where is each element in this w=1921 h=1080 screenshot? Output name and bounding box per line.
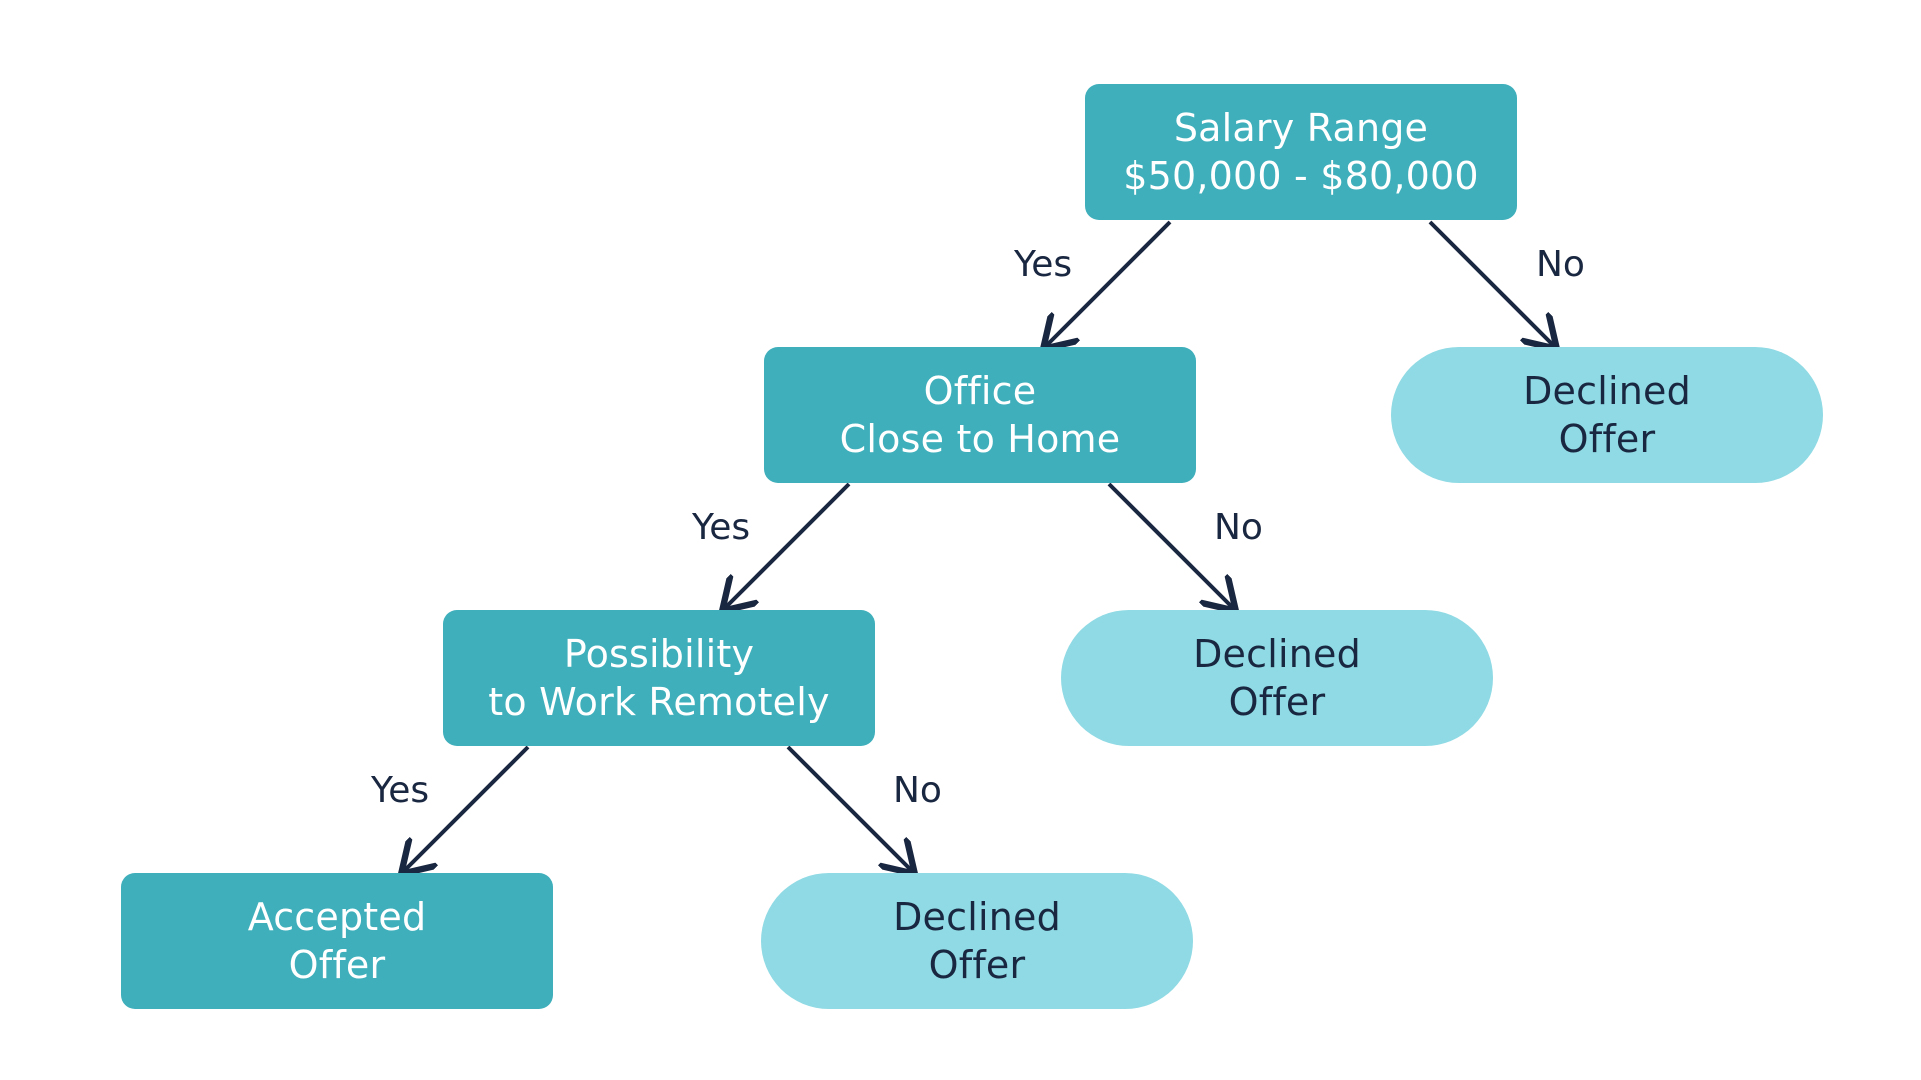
node-declined-2-line1: Declined [1193,632,1361,676]
arrow-remote-no [786,745,912,871]
node-accepted-line2: Offer [288,943,386,987]
node-declined-offer-office: Declined Offer [1061,610,1493,746]
edge-label-remote-yes: Yes [371,770,430,811]
arrow-salary-no [1428,220,1554,346]
node-declined-offer-remote: Declined Offer [761,873,1193,1009]
node-declined-2-line2: Offer [1228,680,1326,724]
node-salary-line2: $50,000 - $80,000 [1123,154,1479,198]
node-accepted-line1: Accepted [247,895,427,939]
node-declined-3-line1: Declined [893,895,1061,939]
node-accepted-offer: Accepted Offer [121,873,553,1009]
node-declined-3-line2: Offer [928,943,1026,987]
edge-label-salary-yes: Yes [1014,244,1073,285]
node-office-line2: Close to Home [839,417,1121,461]
node-office-close-to-home: Office Close to Home [764,347,1196,483]
node-salary-line1: Salary Range [1173,106,1429,150]
node-declined-offer-salary: Declined Offer [1391,347,1823,483]
arrow-office-no [1107,482,1233,608]
edge-label-remote-no: No [893,770,942,811]
node-salary-range: Salary Range $50,000 - $80,000 [1085,84,1517,220]
node-remote-line2: to Work Remotely [488,680,830,724]
arrow-salary-yes [1046,220,1172,346]
edge-label-office-no: No [1214,507,1263,548]
node-office-line1: Office [923,369,1037,413]
arrow-office-yes [725,482,851,608]
edge-label-salary-no: No [1536,244,1585,285]
node-declined-1-line1: Declined [1523,369,1691,413]
node-remote-line1: Possibility [563,632,755,676]
edge-label-office-yes: Yes [692,507,751,548]
node-declined-1-line2: Offer [1558,417,1656,461]
arrow-remote-yes [404,745,530,871]
node-work-remotely: Possibility to Work Remotely [443,610,875,746]
